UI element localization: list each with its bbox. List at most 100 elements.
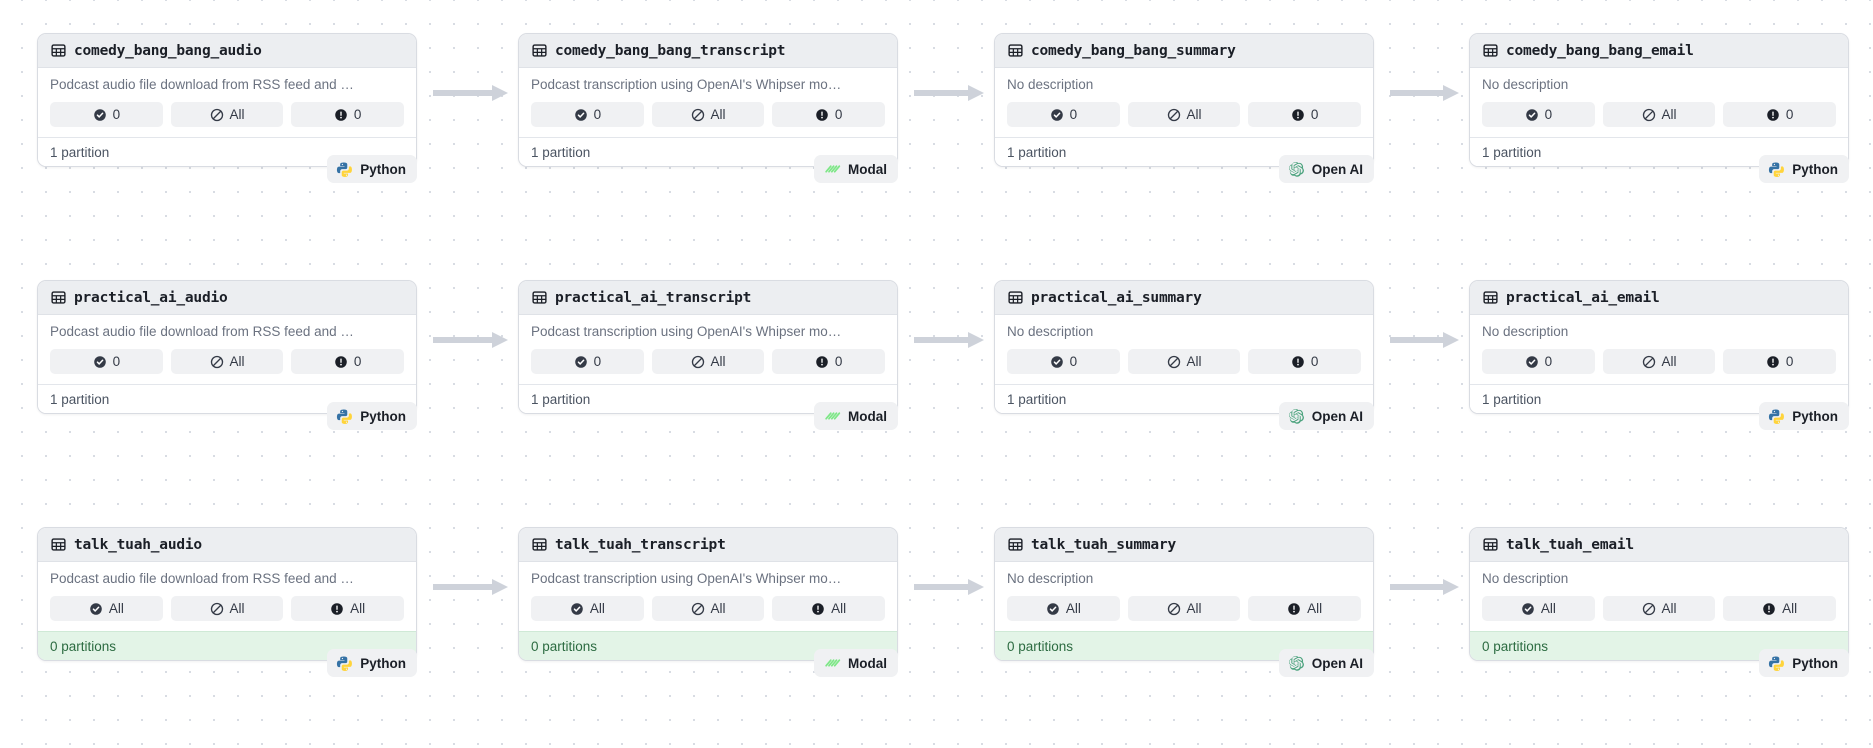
checks-pill[interactable]: 0 <box>1007 102 1120 127</box>
framework-badge-python[interactable]: Python <box>1759 649 1849 677</box>
framework-badge-python[interactable]: Python <box>1759 402 1849 430</box>
checks-pill[interactable]: 0 <box>531 102 644 127</box>
freshness-pill[interactable]: All <box>651 349 765 374</box>
asset-card-header[interactable]: practical_ai_email <box>1470 281 1848 315</box>
framework-badge-modal[interactable]: Modal <box>814 155 898 183</box>
checks-pill[interactable]: All <box>50 596 163 621</box>
checks-pill[interactable]: 0 <box>531 349 644 374</box>
asset-card-header[interactable]: comedy_bang_bang_summary <box>995 34 1373 68</box>
framework-badge-openai[interactable]: Open AI <box>1278 649 1374 677</box>
freshness-pill[interactable]: All <box>651 102 765 127</box>
alert-circle-icon <box>331 602 343 615</box>
alerts-pill[interactable]: 0 <box>772 102 886 127</box>
modal-icon <box>825 165 841 173</box>
asset-card-header[interactable]: practical_ai_summary <box>995 281 1373 315</box>
alerts-pill[interactable]: 0 <box>291 349 405 374</box>
alerts-pill[interactable]: 0 <box>772 349 886 374</box>
checks-pill[interactable]: 0 <box>50 102 163 127</box>
alerts-pill[interactable]: All <box>1723 596 1837 621</box>
alerts-pill[interactable]: All <box>1248 596 1362 621</box>
framework-badge-modal[interactable]: Modal <box>814 402 898 430</box>
asset-card-header[interactable]: talk_tuah_transcript <box>519 528 897 562</box>
asset-card-body: Podcast audio file download from RSS fee… <box>38 68 416 137</box>
alert-circle-icon <box>1292 108 1304 121</box>
framework-badge-python[interactable]: Python <box>327 402 417 430</box>
checks-pill-value: All <box>108 601 124 616</box>
freshness-pill[interactable]: All <box>1602 349 1716 374</box>
framework-badge-openai[interactable]: Open AI <box>1278 155 1374 183</box>
freshness-pill[interactable]: All <box>1127 596 1241 621</box>
framework-badge-python[interactable]: Python <box>327 649 417 677</box>
asset-name: practical_ai_summary <box>1031 289 1202 306</box>
framework-badge-label: Python <box>360 408 406 424</box>
freshness-pill[interactable]: All <box>170 596 284 621</box>
asset-card-header[interactable]: comedy_bang_bang_transcript <box>519 34 897 68</box>
table-icon <box>1008 291 1023 304</box>
checks-pill[interactable]: All <box>1482 596 1595 621</box>
checks-pill[interactable]: 0 <box>1482 349 1595 374</box>
asset-card-body: Podcast transcription using OpenAI's Whi… <box>519 315 897 384</box>
freshness-pill[interactable]: All <box>1602 596 1716 621</box>
freshness-pill[interactable]: All <box>170 349 284 374</box>
slash-circle-icon <box>210 108 223 121</box>
alerts-pill[interactable]: 0 <box>1248 102 1362 127</box>
checks-pill[interactable]: 0 <box>50 349 163 374</box>
framework-badge-python[interactable]: Python <box>1759 155 1849 183</box>
alerts-pill[interactable]: 0 <box>1723 349 1837 374</box>
alerts-pill[interactable]: 0 <box>1248 349 1362 374</box>
freshness-pill[interactable]: All <box>1127 349 1241 374</box>
checks-pill[interactable]: 0 <box>1007 349 1120 374</box>
alerts-pill-value: 0 <box>1310 354 1319 369</box>
asset-name: practical_ai_email <box>1506 289 1660 306</box>
checks-pill[interactable]: 0 <box>1482 102 1595 127</box>
checks-pill[interactable]: All <box>1007 596 1120 621</box>
freshness-pill[interactable]: All <box>651 596 765 621</box>
partition-count-label: 0 partitions <box>50 638 117 654</box>
asset-card-header[interactable]: comedy_bang_bang_audio <box>38 34 416 68</box>
slash-circle-icon <box>691 602 704 615</box>
framework-badge-modal[interactable]: Modal <box>814 649 898 677</box>
alerts-pill[interactable]: All <box>772 596 886 621</box>
framework-badge-openai[interactable]: Open AI <box>1278 402 1374 430</box>
asset-card-header[interactable]: talk_tuah_email <box>1470 528 1848 562</box>
asset-card-header[interactable]: talk_tuah_summary <box>995 528 1373 562</box>
freshness-pill[interactable]: All <box>1127 102 1241 127</box>
asset-card-header[interactable]: talk_tuah_audio <box>38 528 416 562</box>
framework-badge-label: Python <box>360 161 406 177</box>
alerts-pill[interactable]: 0 <box>1723 102 1837 127</box>
alerts-pill[interactable]: 0 <box>291 102 405 127</box>
freshness-pill[interactable]: All <box>170 102 284 127</box>
asset-card-header[interactable]: comedy_bang_bang_email <box>1470 34 1848 68</box>
alerts-pill[interactable]: All <box>291 596 405 621</box>
asset-card-header[interactable]: practical_ai_audio <box>38 281 416 315</box>
framework-badge-python[interactable]: Python <box>327 155 417 183</box>
asset-card-header[interactable]: practical_ai_transcript <box>519 281 897 315</box>
freshness-pill[interactable]: All <box>1602 102 1716 127</box>
checks-pill[interactable]: All <box>531 596 644 621</box>
